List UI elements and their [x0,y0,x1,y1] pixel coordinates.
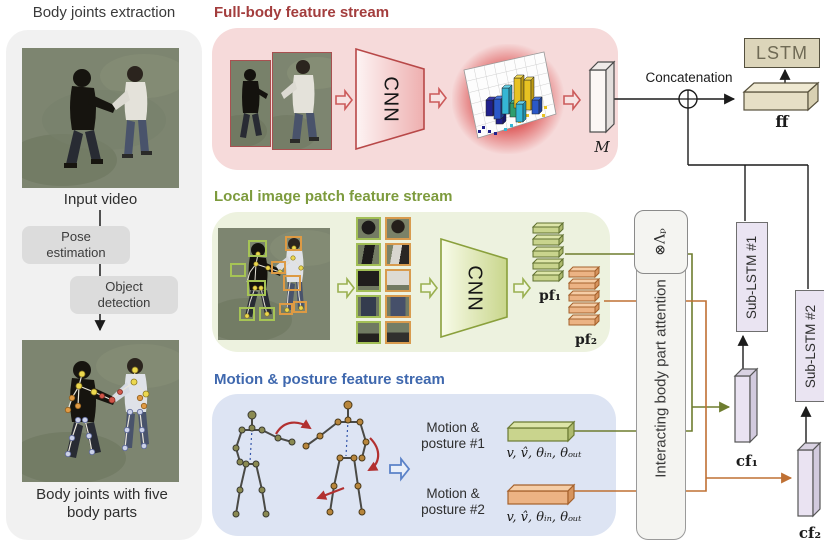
ff-label: ff [775,112,789,131]
cnn-label-fullbody: CNN [379,75,402,123]
cf2-vector [796,441,822,518]
flow-arrow-icon [335,88,354,112]
left-panel-title: Body joints extraction [32,4,176,21]
attention-label: Interacting body part attention [652,278,670,478]
motion-posture-2-label: Motion & posture #2 [421,486,485,518]
person2-silhouette [112,66,152,158]
concat-plus-icon [678,89,698,109]
cf1-label: cf₁ [735,452,759,470]
patch-source-photo [218,228,330,340]
skeleton-joints-right [302,400,370,516]
pf2-label: pf₂ [575,332,597,348]
cnn-label-local: CNN [463,264,486,312]
motion-arrows [275,419,380,500]
fullbody-stream-title: Full-body feature stream [214,4,390,21]
pf1-label: pf₁ [539,288,561,304]
feature-bars [485,74,543,125]
input-video-caption: Input video [63,191,138,208]
patch [385,269,411,292]
m-vector [588,60,616,134]
patch [385,295,411,318]
input-video-photo [22,48,179,188]
flow-arrow-icon [563,88,582,112]
motion-features-2: v, v̂, θᵢₙ, θₒᵤₜ [506,510,582,525]
cf2-label: cf₂ [798,524,822,542]
motion-feature-bar-1 [506,420,576,443]
sub-lstm-1-box: Sub-LSTM #1 [736,222,768,332]
lstm-box: LSTM [744,38,820,68]
flow-arrow-icon [337,276,356,300]
patch [356,243,381,266]
joints-caption: Body joints with five body parts [36,486,168,521]
motion-stream-title: Motion & posture feature stream [214,371,445,388]
patch [385,217,411,240]
green-part-boxes [230,240,275,321]
pose-estimation-box: Pose estimation [22,226,130,264]
motion-feature-bar-2 [506,483,576,506]
joints-photo [22,340,179,482]
concatenation-label: Concatenation [645,70,733,85]
attention-operator-box: ⊗Λₚ [634,210,688,274]
green-wires [565,253,731,432]
cf1-vector [733,367,759,444]
patch [356,217,381,240]
motion-features-1: v, v̂, θᵢₙ, θₒᵤₜ [506,446,582,461]
ff-vector [742,81,820,112]
flow-arrow-icon [513,276,532,300]
orange-part-boxes [271,236,307,315]
object-detection-box: Object detection [70,276,178,314]
patch [356,321,381,344]
skeleton-joints-left [232,410,296,518]
motion-stream-panel [212,394,616,536]
joint-dots [64,366,150,458]
lstm-label: LSTM [755,42,808,63]
flow-arrow-icon [420,276,439,300]
patch [385,243,411,266]
local-stream-title: Local image patch feature stream [214,188,453,205]
skeleton-graphic [232,400,380,518]
person1-crop [230,60,271,147]
feature-map-3d [463,51,557,139]
patch [385,321,411,344]
flow-arrow-icon [429,86,448,110]
motion-posture-1-label: Motion & posture #1 [421,420,485,452]
pf1-stack [532,222,565,283]
attention-operator: ⊗Λₚ [652,228,669,256]
patch [356,295,381,318]
flow-arrow-icon [389,456,411,482]
concat-wires [614,68,812,444]
cnn-block-local [440,238,508,338]
patch [356,269,381,292]
sub-lstm-2-box: Sub-LSTM #2 [795,290,824,402]
pf2-stack [568,266,601,327]
person2-crop [272,52,332,150]
m-label: M [594,138,610,156]
person1-silhouette [64,69,116,168]
cnn-block-fullbody [355,48,425,150]
torso-dashed-lines [249,419,349,463]
